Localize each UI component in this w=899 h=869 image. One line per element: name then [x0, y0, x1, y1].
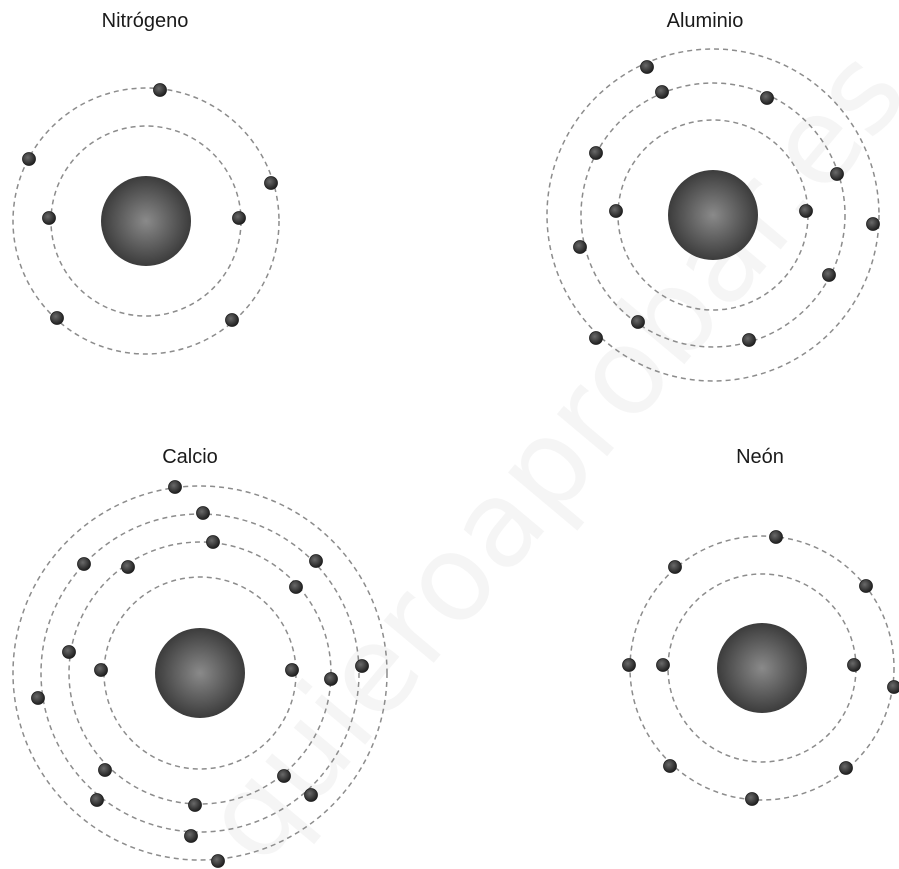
electron [640, 60, 654, 74]
electron [50, 311, 64, 325]
electron [42, 211, 56, 225]
atom-label-aluminum: Aluminio [667, 10, 744, 32]
electron [277, 769, 291, 783]
electron-shell-2 [12, 87, 280, 355]
atom-label-neon: Neón [736, 446, 784, 468]
electron [589, 331, 603, 345]
electron [742, 333, 756, 347]
atom-label-nitrogen: Nitrógeno [102, 10, 189, 32]
electron [573, 240, 587, 254]
atom-aluminum: Aluminio [546, 10, 880, 382]
electron [225, 313, 239, 327]
electron [264, 176, 278, 190]
nucleus [717, 623, 807, 713]
electron [289, 580, 303, 594]
electron [304, 788, 318, 802]
electron [859, 579, 873, 593]
electron [324, 672, 338, 686]
electron [866, 217, 880, 231]
electron [663, 759, 677, 773]
electron [655, 85, 669, 99]
electron [196, 506, 210, 520]
atom-label-calcium: Calcio [162, 446, 218, 468]
electron [31, 691, 45, 705]
electron [589, 146, 603, 160]
electron-shell-4 [12, 485, 388, 861]
atom-calcium: Calcio [12, 446, 388, 868]
electron [168, 480, 182, 494]
electron [668, 560, 682, 574]
electron [232, 211, 246, 225]
electron [90, 793, 104, 807]
electron [847, 658, 861, 672]
electron [745, 792, 759, 806]
electron [211, 854, 225, 868]
electron [760, 91, 774, 105]
electron [62, 645, 76, 659]
nucleus [668, 170, 758, 260]
electron [822, 268, 836, 282]
electron [609, 204, 623, 218]
electron [94, 663, 108, 677]
electron [887, 680, 899, 694]
electron [769, 530, 783, 544]
electron [622, 658, 636, 672]
electron [631, 315, 645, 329]
electron [98, 763, 112, 777]
atom-neon: Neón [622, 446, 899, 806]
electron [656, 658, 670, 672]
electron [188, 798, 202, 812]
electron [77, 557, 91, 571]
electron [309, 554, 323, 568]
electron [206, 535, 220, 549]
nucleus [155, 628, 245, 718]
atom-nitrogen: Nitrógeno [12, 10, 280, 355]
electron [839, 761, 853, 775]
electron [153, 83, 167, 97]
electron [121, 560, 135, 574]
electron [184, 829, 198, 843]
electron [830, 167, 844, 181]
electron [355, 659, 369, 673]
electron [22, 152, 36, 166]
electron-shell-3 [546, 48, 880, 382]
watermark: quieroaprobar.es [176, 24, 899, 869]
nucleus [101, 176, 191, 266]
electron-shell-2 [580, 82, 846, 348]
electron [799, 204, 813, 218]
electron [285, 663, 299, 677]
